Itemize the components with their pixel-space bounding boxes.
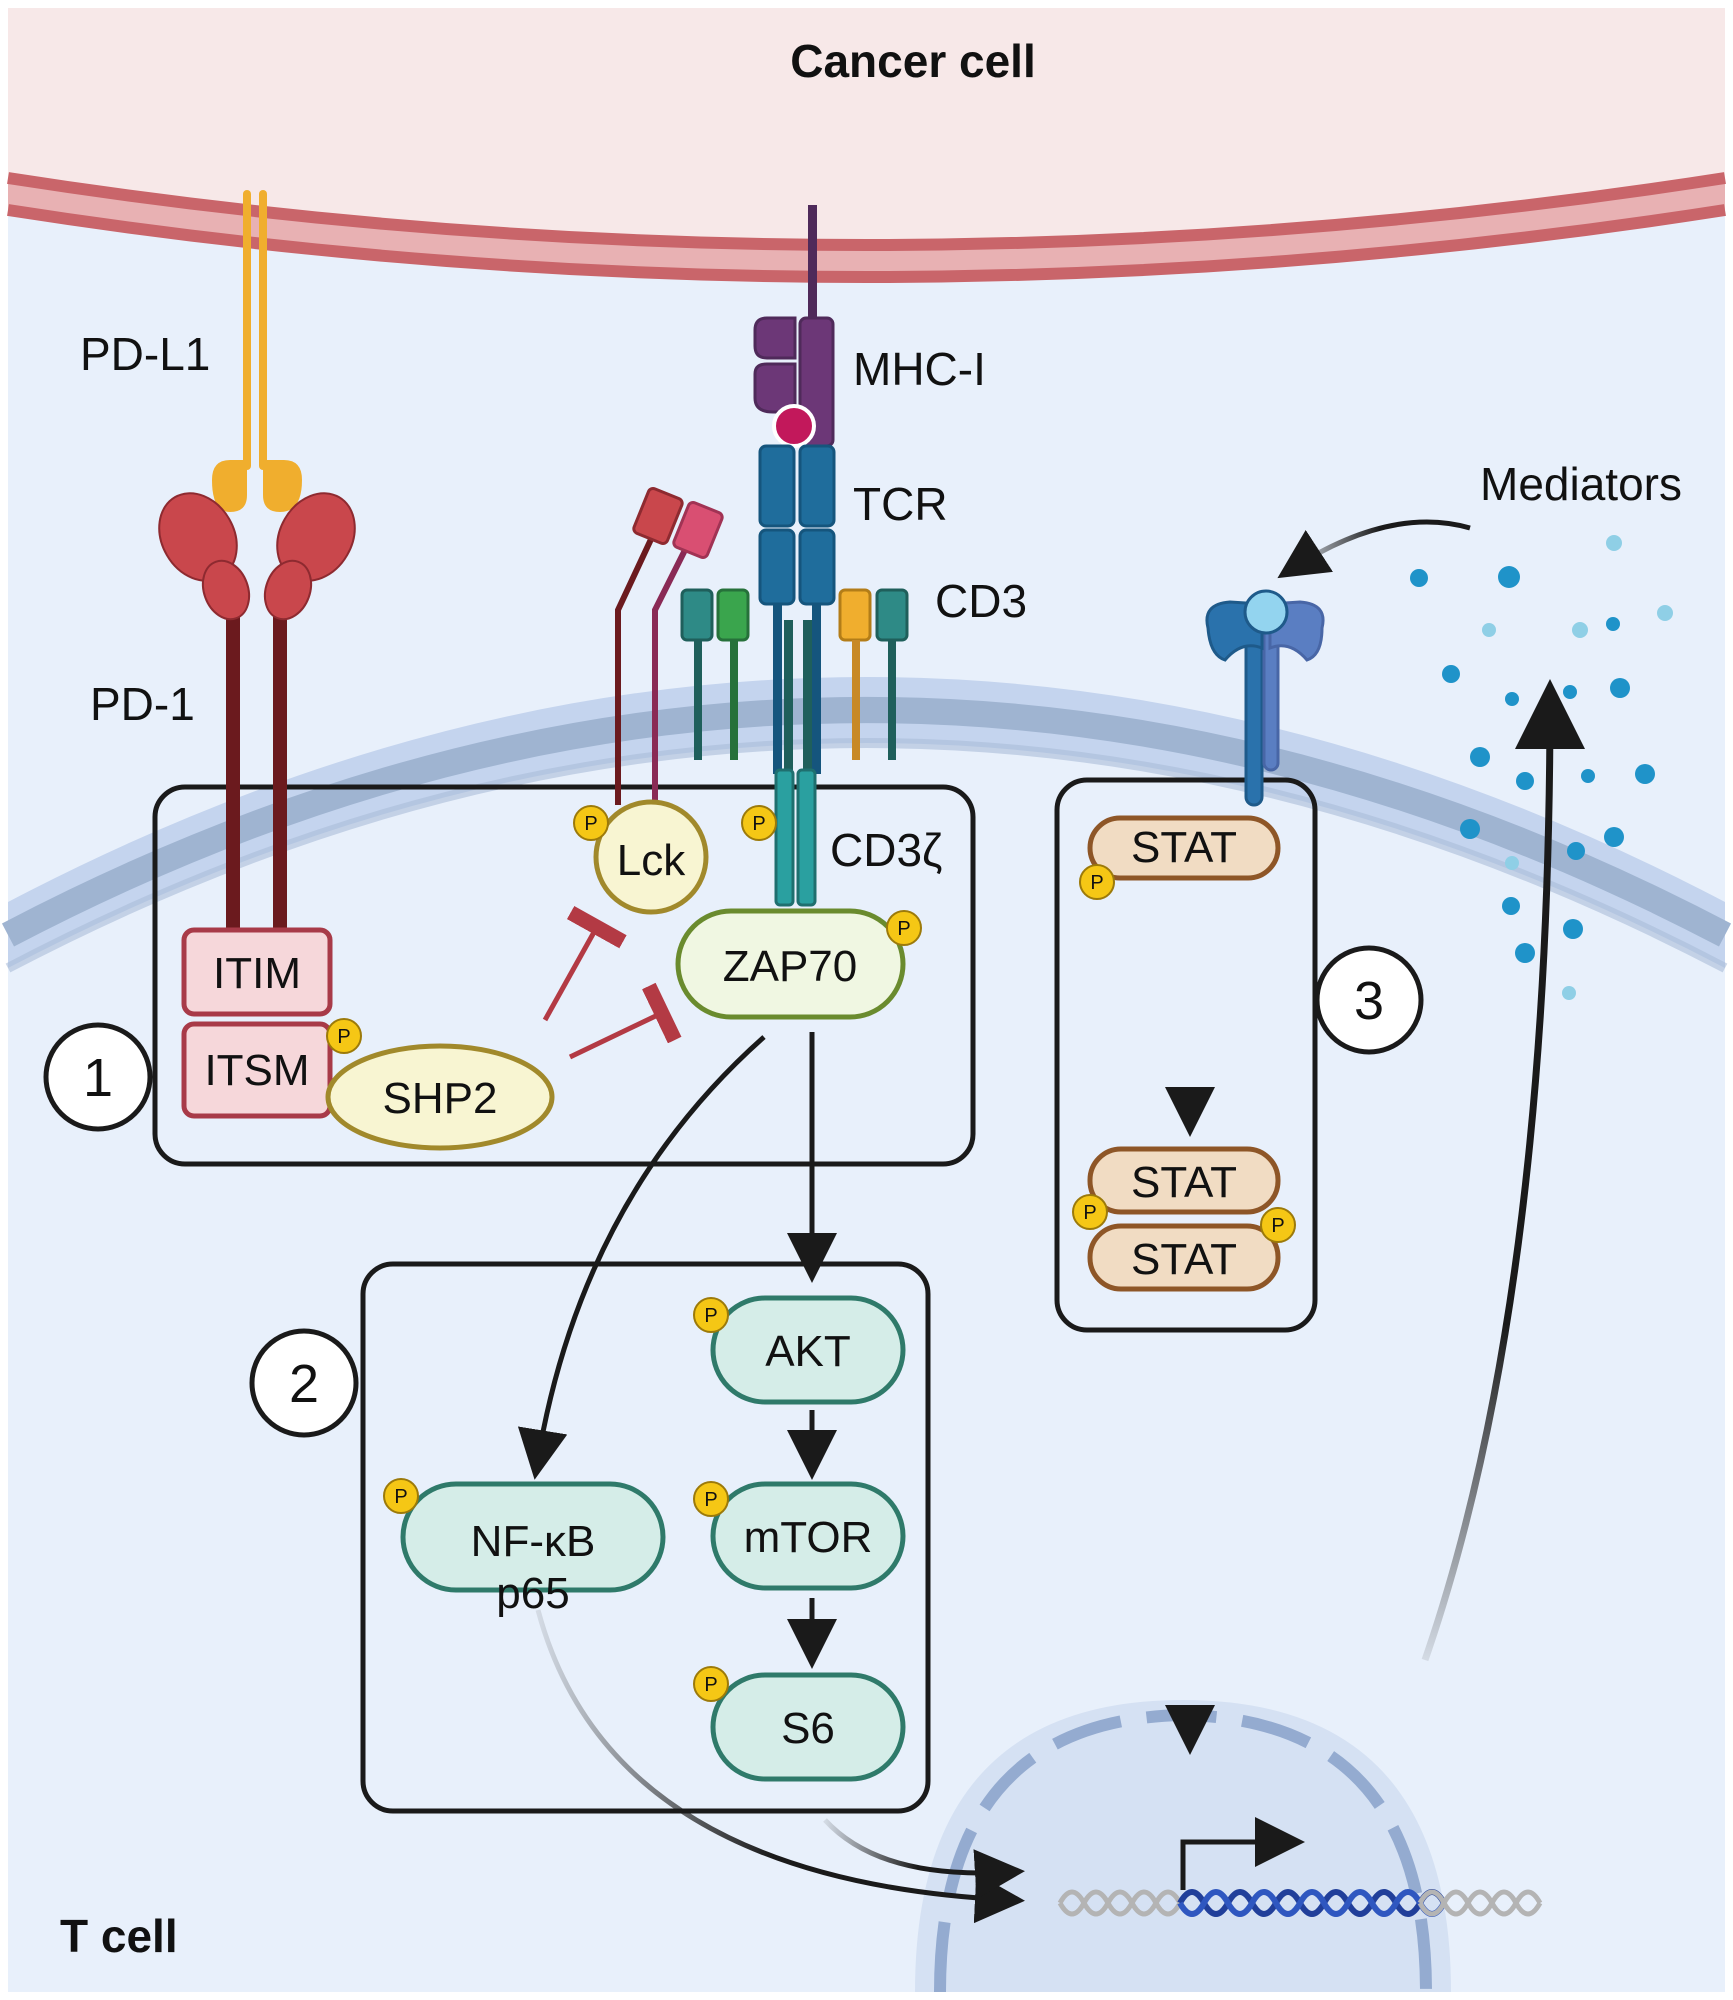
shp2-label: SHP2	[383, 1074, 498, 1123]
cd3-subunits	[680, 588, 909, 770]
s6-label: S6	[781, 1704, 835, 1753]
phospho-s6: P	[693, 1666, 729, 1702]
mtor-label: mTOR	[744, 1513, 873, 1562]
pd-1-receptor	[158, 492, 356, 935]
itsm-label: ITSM	[204, 1046, 309, 1095]
svg-text:P: P	[584, 813, 597, 835]
phospho-stat-dimer-left: P	[1072, 1194, 1108, 1230]
tcr-complex	[758, 444, 836, 774]
lck-node: Lck	[593, 799, 709, 915]
cd3-zeta-label: CD3ζ	[830, 824, 942, 876]
cancer-cell-region	[8, 8, 1725, 245]
svg-text:P: P	[1083, 1202, 1096, 1224]
phospho-zap70: P	[886, 910, 922, 946]
svg-text:1: 1	[83, 1048, 113, 1108]
step-2-marker: 2	[249, 1328, 359, 1438]
svg-text:P: P	[1271, 1215, 1284, 1237]
svg-text:P: P	[704, 1489, 717, 1511]
phospho-nfkb: P	[383, 1478, 419, 1514]
t-cell-title: T cell	[60, 1910, 178, 1962]
stat-dimer-node: STAT STAT	[1087, 1146, 1281, 1292]
dna-helix	[1057, 1889, 1543, 1917]
mhc-i-label: MHC-I	[853, 343, 986, 395]
mediator-particles	[1410, 535, 1673, 1000]
phospho-cd3-zeta: P	[741, 805, 777, 841]
stat-dimer-bottom-label: STAT	[1131, 1235, 1237, 1284]
t-cell-membrane	[8, 677, 1725, 968]
cd3-label: CD3	[935, 575, 1027, 627]
nfkb-label: NF-κB	[471, 1517, 596, 1566]
step-3-marker: 3	[1314, 945, 1424, 1055]
signal-arrows	[517, 519, 1585, 1924]
svg-text:P: P	[394, 1486, 407, 1508]
step-2-box	[360, 1261, 931, 1814]
svg-text:3: 3	[1354, 971, 1384, 1031]
stat-label: STAT	[1131, 823, 1237, 872]
lck-label: Lck	[617, 836, 686, 885]
mediators-label: Mediators	[1480, 458, 1682, 510]
zap70-label: ZAP70	[723, 942, 858, 991]
svg-text:P: P	[897, 918, 910, 940]
akt-label: AKT	[765, 1327, 851, 1376]
mtor-node: mTOR	[710, 1481, 906, 1591]
pd-l1-ligand	[212, 190, 302, 512]
mhc-i-complex	[753, 205, 835, 448]
phospho-itsm: P	[326, 1018, 362, 1054]
p65-label: p65	[496, 1569, 569, 1618]
cd3-zeta-chain	[774, 768, 817, 907]
stat-monomer-node: STAT	[1087, 815, 1281, 881]
pd-l1-label: PD-L1	[80, 328, 210, 380]
svg-text:P: P	[1090, 872, 1103, 894]
shp2-node: SHP2	[325, 1043, 555, 1151]
akt-node: AKT	[710, 1295, 906, 1405]
cytokine-receptor	[1205, 589, 1325, 807]
zap70-node: ZAP70	[675, 908, 906, 1020]
phospho-lck: P	[573, 805, 609, 841]
itim-box: ITIM	[181, 927, 333, 1017]
step-1-marker: 1	[43, 1022, 153, 1132]
svg-text:P: P	[704, 1305, 717, 1327]
s6-node: S6	[710, 1672, 906, 1782]
stat-dimer-top-label: STAT	[1131, 1158, 1237, 1207]
step-1-box	[152, 784, 976, 1167]
itim-label: ITIM	[213, 949, 301, 998]
phospho-stat-dimer-right: P	[1260, 1207, 1296, 1243]
lck-anchors	[615, 487, 724, 805]
phospho-badges: P P P P P P P P P P P	[326, 805, 1296, 1702]
cancer-cell-membrane	[8, 178, 1725, 277]
pd-1-label: PD-1	[90, 678, 195, 730]
phospho-stat: P	[1079, 864, 1115, 900]
svg-text:P: P	[704, 1674, 717, 1696]
step-3-box	[1054, 777, 1318, 1333]
svg-text:P: P	[752, 813, 765, 835]
cancer-cell-title: Cancer cell	[790, 35, 1035, 87]
nfkb-p65-node: NF-κB p65	[400, 1481, 666, 1618]
inhibition-lines	[542, 906, 682, 1060]
tcr-label: TCR	[853, 478, 948, 530]
svg-text:P: P	[337, 1026, 350, 1048]
itsm-box: ITSM	[181, 1021, 333, 1119]
phospho-akt: P	[693, 1297, 729, 1333]
phospho-mtor: P	[693, 1481, 729, 1517]
svg-text:2: 2	[289, 1354, 319, 1414]
